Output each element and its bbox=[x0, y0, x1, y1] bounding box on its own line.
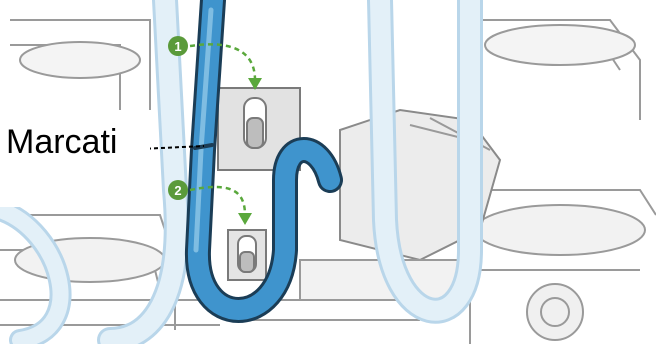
step-1-badge: 1 bbox=[168, 36, 188, 56]
step-2-badge: 2 bbox=[168, 180, 188, 200]
step-2-number: 2 bbox=[174, 183, 181, 198]
lower-clamp bbox=[228, 230, 266, 280]
step-1-number: 1 bbox=[174, 39, 181, 54]
down-arrow-icon bbox=[238, 213, 252, 225]
callout-label: Marcati bbox=[6, 122, 117, 162]
